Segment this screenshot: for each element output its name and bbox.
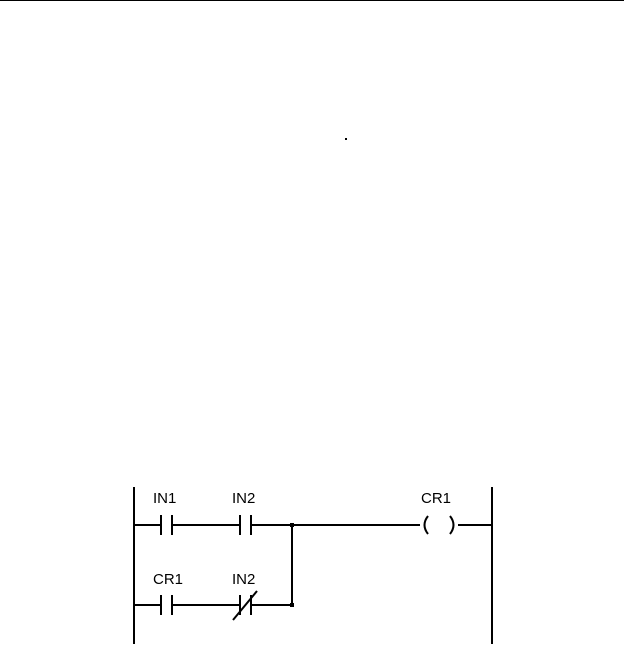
rung1-contact-in2-label: IN2 (232, 490, 255, 507)
page-header-rule (0, 0, 624, 1)
rung2-contact-in2-label: IN2 (232, 571, 255, 588)
junction-dot (290, 603, 294, 607)
rung1-contact-in2-symbol (239, 515, 252, 535)
rung2-contact-in2-nc-symbol (232, 590, 258, 621)
stray-mark (345, 138, 347, 140)
rung2-contact-cr1-label: CR1 (153, 571, 183, 588)
coil-cr1-label: CR1 (421, 490, 451, 507)
junction-dot (290, 523, 294, 527)
rung1-contact-in1-label: IN1 (153, 490, 176, 507)
rung1-contact-in1-symbol (160, 515, 173, 535)
rung2-contact-cr1-symbol (160, 595, 173, 615)
coil-cr1-symbol (423, 515, 455, 535)
